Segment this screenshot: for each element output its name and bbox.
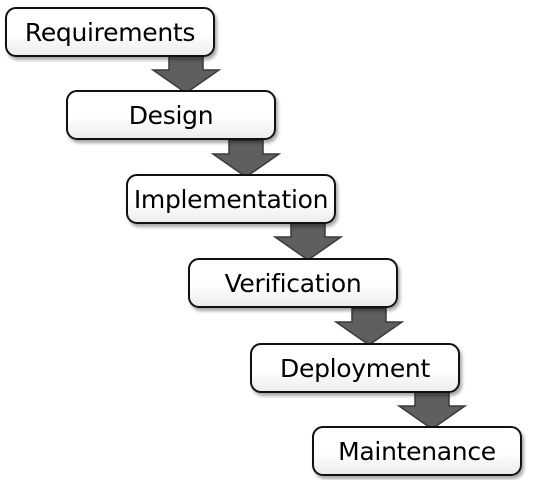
flow-arrow-implementation-to-verification	[272, 222, 344, 261]
stage-label: Implementation	[133, 184, 329, 214]
stage-label: Deployment	[280, 353, 430, 383]
stage-label: Requirements	[24, 17, 196, 47]
flow-arrow-requirements-to-design	[150, 55, 222, 94]
flow-arrow-verification-to-deployment	[333, 307, 405, 346]
stage-implementation: Implementation	[126, 174, 336, 224]
stage-verification: Verification	[188, 258, 398, 308]
flow-arrow-design-to-implementation	[210, 139, 282, 178]
stage-label: Verification	[224, 268, 362, 298]
stage-deployment: Deployment	[250, 343, 460, 393]
stage-requirements: Requirements	[5, 7, 215, 57]
stage-design: Design	[66, 90, 276, 140]
stage-label: Design	[128, 100, 214, 130]
stage-maintenance: Maintenance	[312, 426, 522, 476]
stage-label: Maintenance	[338, 436, 496, 466]
flow-arrow-deployment-to-maintenance	[396, 391, 468, 430]
